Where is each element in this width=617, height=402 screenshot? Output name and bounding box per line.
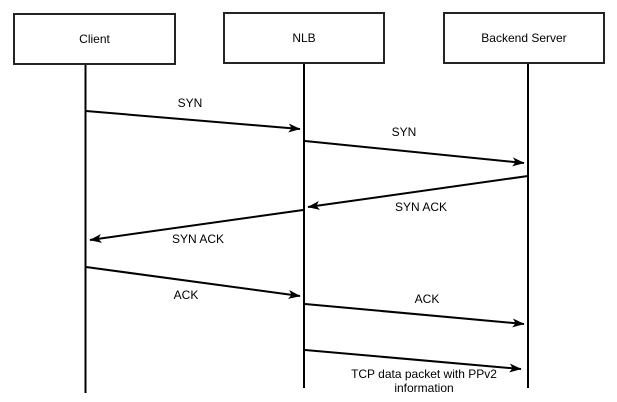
actor-box-backend-server: Backend Server xyxy=(443,12,605,64)
actor-label-nlb: NLB xyxy=(292,31,316,45)
actor-label-backend-server: Backend Server xyxy=(481,31,567,45)
arrow-ack-client-to-nlb xyxy=(85,266,301,299)
arrow-ack-nlb-to-backend xyxy=(304,303,525,328)
message-label-synack-2: SYN ACK xyxy=(171,232,225,247)
message-label-ack-1: ACK xyxy=(173,288,199,303)
actor-label-client: Client xyxy=(79,32,110,46)
arrow-syn-client-to-nlb xyxy=(85,110,301,133)
message-label-syn-1: SYN xyxy=(177,96,203,111)
actor-box-client: Client xyxy=(13,13,176,65)
actor-box-nlb: NLB xyxy=(223,12,385,64)
arrow-synack-backend-to-nlb xyxy=(307,175,529,210)
message-label-ack-2: ACK xyxy=(414,292,440,307)
message-label-tcp-data-ppv2: TCP data packet with PPv2 information xyxy=(351,367,497,395)
arrow-syn-nlb-to-backend xyxy=(304,140,525,167)
message-label-synack-1: SYN ACK xyxy=(394,200,448,215)
message-label-syn-2: SYN xyxy=(391,125,417,140)
arrow-synack-nlb-to-client xyxy=(89,209,304,243)
arrow-tcp-data-nlb-to-backend xyxy=(304,349,522,373)
